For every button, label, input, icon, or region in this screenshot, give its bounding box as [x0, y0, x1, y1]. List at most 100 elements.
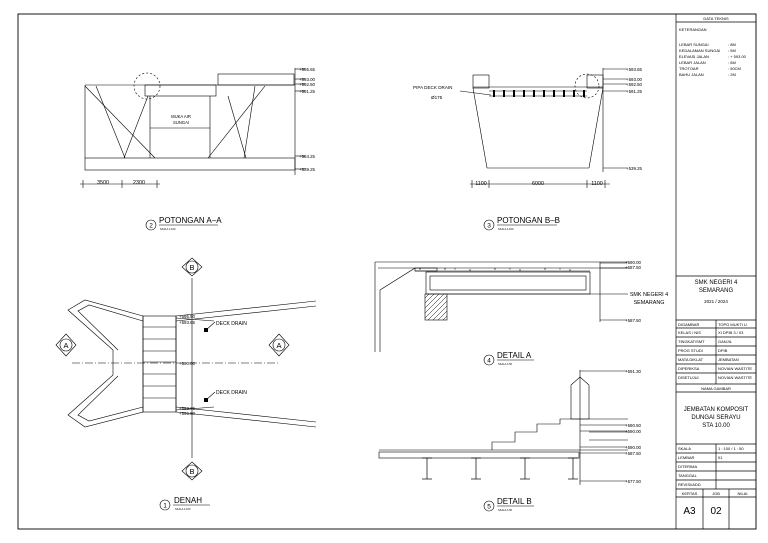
info-value: XI DPIB 3 / 03: [718, 330, 744, 335]
view-number-circle-da: [483, 354, 495, 366]
marker-a-left-label: A: [63, 341, 68, 350]
info-value: DPIB: [718, 348, 728, 353]
section-marker-b-top: [181, 257, 203, 277]
info-label: DISETUJUI: [678, 375, 699, 380]
section-b-drawing: [459, 68, 627, 188]
deck-drain-label-bottom: DECK DRAIN: [216, 390, 247, 396]
elev-a-4: +591.25: [299, 89, 316, 94]
bottom-value: 01: [718, 455, 723, 460]
section-marker-a-right: [268, 333, 290, 357]
tech-label: LEBAR SUNGAI: [679, 42, 709, 47]
detail-a-drawing: [374, 261, 628, 352]
view-scale-da: SKALA 1:50: [498, 362, 513, 366]
elev-plan-3: +590.00: [179, 361, 196, 366]
bottom-row-5: REVISI/ADD: [678, 481, 756, 489]
view-scale-b: SKALA 1:100: [498, 227, 514, 231]
elev-plan-1: +595.50: [179, 314, 196, 319]
section-a-drawing: [80, 68, 305, 188]
dim-a-1: 3500: [97, 180, 109, 186]
elev-b-3: +592.50: [626, 82, 643, 87]
view-number-da: 4: [487, 358, 491, 365]
info-value: NOVIAN WASTITE: [718, 366, 753, 371]
elev-db-2: +590.50: [625, 423, 642, 428]
view-scale-a: SKALA 1:100: [160, 227, 176, 231]
elev-plan-2: +593.65: [179, 320, 196, 325]
grade-label: NILAI: [737, 491, 748, 496]
info-row-6: DIPERIKSA NOVIAN WASTITE: [678, 365, 756, 373]
view-scale-db: SKALA 1:50: [498, 508, 513, 512]
info-row-1: DIGAMBAR TOPO MUKTI U: [678, 321, 756, 329]
paper-label: KERTAS: [681, 491, 698, 496]
deck-drain-pipe-label: PIPA DECK DRAIN: [413, 85, 452, 90]
school-year: 2021 / 2024: [704, 299, 728, 304]
section-b-deck-posts: [493, 90, 585, 97]
view-title-da: DETAIL A: [497, 351, 532, 360]
tech-value: : 8M: [728, 42, 736, 47]
drawing-title-1: JEMBATAN KOMPOSIT: [683, 407, 749, 413]
tech-value: : 5M: [728, 48, 736, 53]
bottom-label: TANGGAL: [678, 473, 697, 478]
info-row-2: KELAS / NIS XI DPIB 3 / 03: [678, 329, 756, 337]
elev-da-1: +590.00: [625, 260, 642, 265]
tech-row-3: ELEVASI JALAN : + 593.00: [679, 54, 756, 59]
tech-row-4: LEBAR JALAN : 6M: [679, 60, 756, 65]
bottom-label: DITERIMA: [678, 464, 698, 469]
water-level-label-2: SUNGAI: [173, 120, 189, 125]
water-level-label: MUKA AIR: [171, 114, 191, 119]
info-value: NOVIAN WASTITE: [718, 375, 753, 380]
tech-value: : + 593.00: [728, 54, 746, 59]
detail-a-hatch: [424, 293, 448, 321]
tech-label: TROTOAR: [679, 66, 699, 71]
info-row-3: TINGKAT/SMT GANJIL: [678, 338, 756, 346]
elev-db-6: +577.50: [625, 479, 642, 484]
bottom-label: REVISI/ADD: [678, 482, 701, 487]
marker-b-top-label: B: [189, 263, 194, 272]
tech-value: : 6M: [728, 60, 736, 65]
plan-drain-marks: [204, 328, 208, 402]
view-number-circle-db: [483, 500, 495, 512]
view-number-circle-a: [145, 219, 157, 231]
bottom-value: 1 : 100 / 1 : 50: [718, 446, 744, 451]
tech-label: BAHU JALAN: [679, 72, 704, 77]
deck-drain-pipe-size: Ø175: [431, 95, 443, 100]
tech-label: KEDALAMAN SUNGAI: [679, 48, 721, 53]
tech-label: LEBAR JALAN: [679, 60, 706, 65]
data-heading: DATA TEKNIS: [703, 16, 729, 21]
dim-b-1: 1100: [475, 181, 487, 187]
tech-row-2: KEDALAMAN SUNGAI : 5M: [679, 48, 756, 53]
section-marker-a-left: [55, 333, 77, 357]
dim-b-2: 6000: [532, 181, 544, 187]
view-number-plan: 1: [163, 503, 167, 510]
info-value: TOPO MUKTI U: [718, 322, 747, 327]
detail-a-note: SMK NEGERI 4: [630, 292, 668, 298]
elev-b-2: +593.00: [626, 77, 643, 82]
view-scale-plan: SKALA 1:100: [175, 507, 191, 511]
view-number-circle-plan: [159, 499, 171, 511]
elev-da-2: +587.50: [625, 265, 642, 270]
info-value: JEMBATAN: [718, 357, 739, 362]
view-number-b: 3: [487, 223, 491, 230]
elev-a-5: +584.25: [299, 154, 316, 159]
elev-db-5: +587.50: [625, 451, 642, 456]
view-title-b: POTONGAN B–B: [497, 216, 560, 225]
sheet-number: 02: [710, 506, 722, 517]
drawing-title-3: STA 10.00: [702, 423, 730, 429]
tech-row-1: LEBAR SUNGAI : 8M: [679, 42, 756, 47]
marker-b-bottom-label: B: [189, 467, 194, 476]
tech-value: : 50CM: [728, 66, 741, 71]
elev-db-1: +591.30: [625, 369, 642, 374]
bottom-label: SKALA: [678, 446, 691, 451]
plan-drawing: [67, 278, 317, 458]
bottom-row-3: DITERIMA: [678, 463, 756, 471]
tech-label: ELEVASI JALAN: [679, 54, 709, 59]
view-title-db: DETAIL B: [497, 497, 532, 506]
info-label: TINGKAT/SMT: [678, 339, 705, 344]
elev-plan-4: +593.65: [179, 406, 196, 411]
school-name: SMK NEGERI 4: [694, 280, 738, 286]
bottom-row-1: SKALA 1 : 100 / 1 : 50: [678, 445, 756, 453]
view-title-a: POTONGAN A–A: [159, 216, 222, 225]
deck-drain-label-top: DECK DRAIN: [216, 321, 247, 327]
elev-a-1: +595.65: [299, 67, 316, 72]
drawing-title-2: DUNGAI SERAYU: [691, 415, 741, 421]
